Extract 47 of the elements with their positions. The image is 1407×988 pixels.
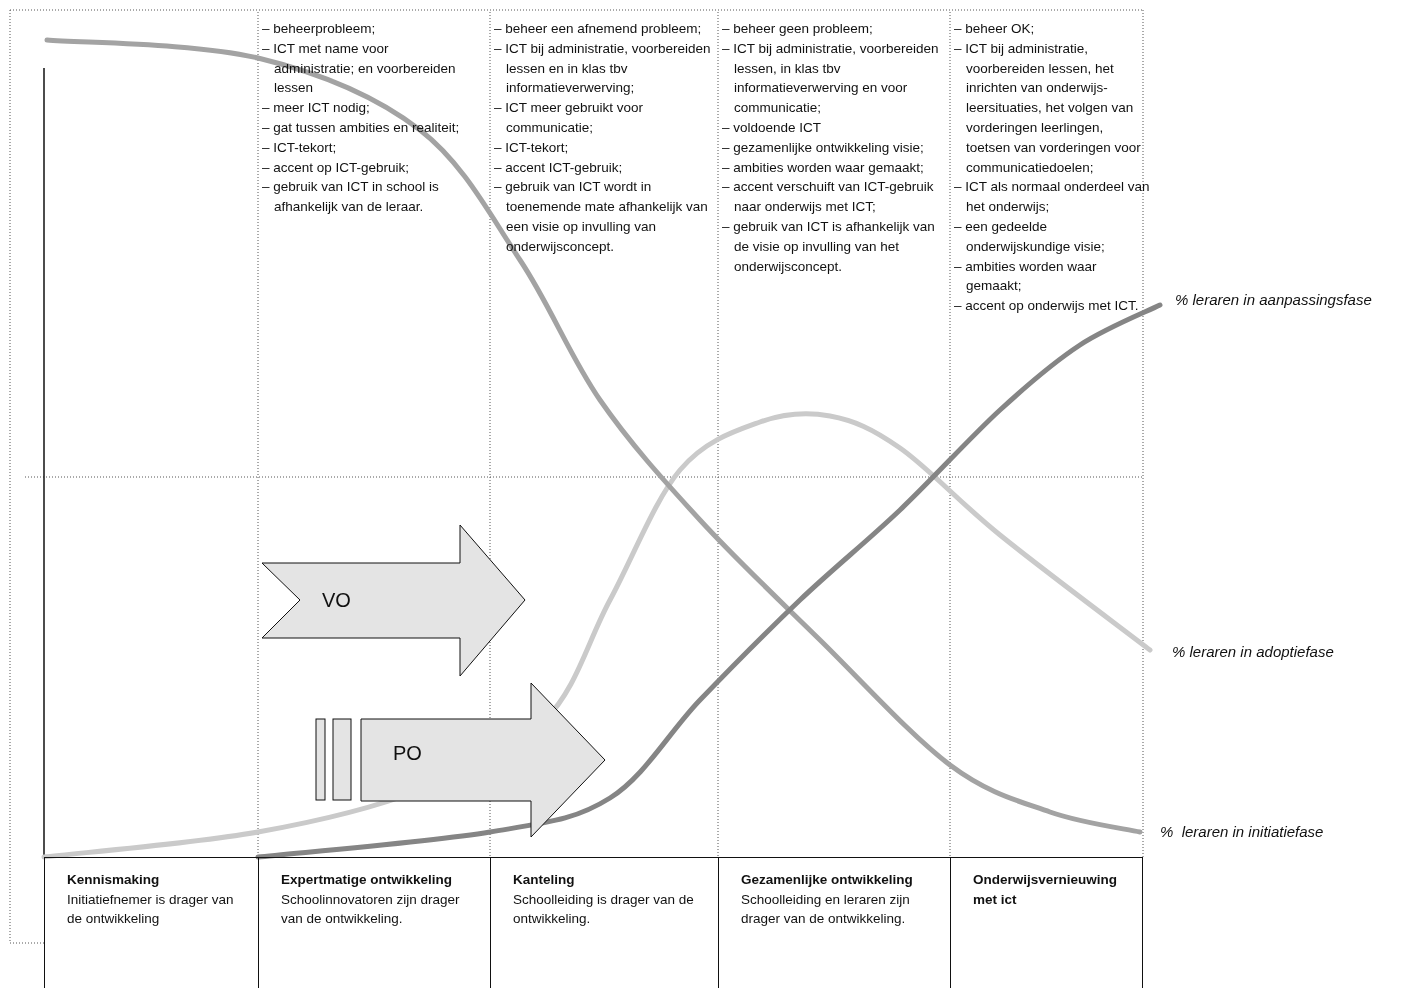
list-item: – ICT bij administratie, voorbereiden lessen en in klas tbv informatieverwerving; <box>494 39 712 98</box>
list-item: – voldoende ICT <box>722 119 823 137</box>
phase-heading: Expertmatige ontwikkeling <box>281 871 454 889</box>
list-item: – gebruik van ICT wordt in toenemende mate afhankelijk van een visie op invulling van onderwijsconcept. <box>494 178 709 256</box>
list-item: – ICT meer gebruikt voor communicatie; <box>494 99 645 137</box>
arrow-shape <box>361 683 606 838</box>
list-item: – gezamenlijke ontwikkeling visie; <box>722 138 925 157</box>
phase-description: Initiatiefnemer is drager van de ontwikkeling <box>67 890 235 928</box>
curve-label: % leraren in aanpassingsfase <box>1175 291 1372 308</box>
list-item: – gebruik van ICT is afhankelijk van de visie op invulling van het onderwijsconcept. <box>722 217 936 276</box>
phase-heading: Kennismaking <box>67 871 161 889</box>
phase-box <box>44 857 258 988</box>
list-item: – een gedeelde onderwijskundige visie; <box>954 217 1106 256</box>
phase-heading: Gezamenlijke ontwikkeling <box>741 871 914 889</box>
phase-heading: Onderwijsvernieuwing met ict <box>973 871 1119 909</box>
arrow-label: VO <box>322 589 351 612</box>
list-item: – ICT-tekort; <box>494 138 570 157</box>
list-item: – accent ICT-gebruik; <box>494 158 624 177</box>
curve-label: % leraren in initiatiefase <box>1160 823 1324 840</box>
phase-box <box>950 857 1143 988</box>
phase-description: Schoolleiding en leraren zijn drager van de ontwikkeling. <box>741 890 911 928</box>
list-item: – ambities worden waar gemaakt; <box>954 257 1098 296</box>
list-item: – ICT bij administratie, voorbereiden lessen, het inrichten van onderwijs-leersituaties, het volgen van vorderingen leerlingen, toetsen van vorderingen voor communicatiedoelen; <box>954 39 1142 177</box>
list-item: – accent verschuift van ICT-gebruik naar onderwijs met ICT; <box>722 178 935 217</box>
list-item: – beheer geen probleem; <box>722 20 874 38</box>
phase-box <box>490 857 718 988</box>
list-item: – gat tussen ambities en realiteit; <box>262 119 461 137</box>
phase-heading: Kanteling <box>513 871 576 889</box>
arrow-label: PO <box>393 742 422 765</box>
list-item: – accent op onderwijs met ICT. <box>954 297 1140 316</box>
list-item: – beheerprobleem; <box>262 20 377 38</box>
list-item: – accent op ICT-gebruik; <box>262 158 411 177</box>
list-item: – meer ICT nodig; <box>262 99 371 118</box>
phase-description: Schoolinnovatoren zijn drager van de ontwikkeling. <box>281 890 461 928</box>
phase-box <box>258 857 490 988</box>
phase-description: Schoolleiding is drager van de ontwikkeling. <box>513 890 695 928</box>
arrow-shape <box>262 525 526 677</box>
list-item: – beheer OK; <box>954 20 1036 38</box>
list-item: – ICT bij administratie, voorbereiden lessen, in klas tbv informatieverwerving en voor communicatie; <box>722 39 940 118</box>
list-item: – beheer een afnemend probleem; <box>494 20 703 38</box>
list-item: – ICT-tekort; <box>262 138 338 157</box>
curve-label: % leraren in adoptiefase <box>1172 643 1334 660</box>
list-item: – ICT als normaal onderdeel van het onderwijs; <box>954 178 1150 217</box>
list-item: – gebruik van ICT in school is afhankelijk van de leraar. <box>262 178 440 217</box>
list-item: – ambities worden waar gemaakt; <box>722 158 925 177</box>
list-item: – ICT met name voor administratie; en voorbereiden lessen <box>262 39 457 98</box>
phase-box <box>718 857 950 988</box>
